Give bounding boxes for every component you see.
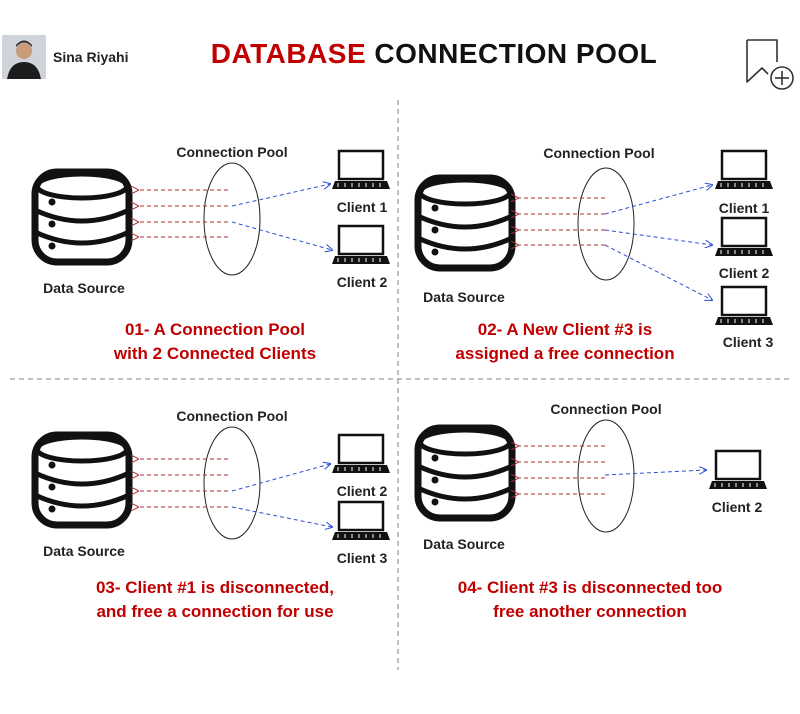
database-dot xyxy=(48,198,56,206)
pool-ellipse xyxy=(577,419,635,533)
database-ring xyxy=(33,229,131,246)
laptop-icon xyxy=(332,224,390,264)
laptop-icon xyxy=(715,216,773,256)
database-ring xyxy=(33,492,131,509)
laptop-screen xyxy=(337,149,385,181)
step-caption-line1: 04- Client #3 is disconnected too xyxy=(457,578,723,597)
step-caption-line2: assigned a free connection xyxy=(455,344,675,363)
laptop-icon xyxy=(332,149,390,189)
client-connection-line xyxy=(604,470,706,476)
pool-ellipse xyxy=(203,162,261,276)
database-ring xyxy=(416,485,514,502)
title-rest: CONNECTION POOL xyxy=(374,38,658,69)
database-dot xyxy=(431,498,439,506)
client-label: Client 2 xyxy=(718,265,770,281)
data-source-label: Data Source xyxy=(423,289,505,305)
laptop-base xyxy=(715,181,773,189)
step-caption-line1: 03- Client #1 is disconnected, xyxy=(95,578,335,597)
data-source-label: Data Source xyxy=(423,536,505,552)
data-source-label: Data Source xyxy=(43,543,125,559)
client-connection-line xyxy=(604,229,712,245)
database-ring xyxy=(416,213,514,230)
database-top xyxy=(417,427,513,457)
database-dot xyxy=(431,226,439,234)
client-connection-line xyxy=(231,184,330,207)
database-dot xyxy=(431,476,439,484)
pool-ellipse xyxy=(203,426,261,540)
database-icon xyxy=(31,431,133,529)
client-connection-line xyxy=(604,244,712,300)
laptop-screen xyxy=(714,449,762,481)
client-label: Client 3 xyxy=(336,550,388,566)
database-dot xyxy=(48,483,56,491)
database-dot xyxy=(48,220,56,228)
data-source-label: Data Source xyxy=(43,280,125,296)
database-dot xyxy=(48,461,56,469)
laptop-base xyxy=(332,181,390,189)
laptop-screen xyxy=(337,500,385,532)
client-label: Client 2 xyxy=(336,483,388,499)
step-caption-line1: 02- A New Client #3 is xyxy=(477,320,653,339)
database-dot xyxy=(48,505,56,513)
database-icon xyxy=(414,174,516,272)
step-caption-line2: with 2 Connected Clients xyxy=(113,344,317,363)
client-label: Client 1 xyxy=(718,200,770,216)
laptop-screen xyxy=(337,433,385,465)
database-icon xyxy=(31,168,133,266)
laptop-base xyxy=(715,317,773,325)
laptop-base xyxy=(715,248,773,256)
pool-ellipse xyxy=(577,167,635,281)
laptop-base xyxy=(332,532,390,540)
laptop-base xyxy=(332,465,390,473)
step-caption-line2: free another connection xyxy=(493,602,687,621)
laptop-icon xyxy=(715,149,773,189)
database-top xyxy=(417,177,513,207)
database-dot xyxy=(431,248,439,256)
database-ring xyxy=(416,235,514,252)
laptop-screen xyxy=(720,149,768,181)
client-connection-line xyxy=(231,506,332,527)
database-dot xyxy=(48,242,56,250)
laptop-base xyxy=(709,481,767,489)
pool-label: Connection Pool xyxy=(176,408,288,424)
laptop-screen xyxy=(720,216,768,248)
client-connection-line xyxy=(231,464,330,492)
database-ring xyxy=(33,207,131,224)
database-top xyxy=(34,434,130,464)
database-dot xyxy=(431,454,439,462)
bookmark-plus-icon xyxy=(746,39,794,90)
pool-label: Connection Pool xyxy=(543,145,655,161)
client-connection-line xyxy=(231,221,332,250)
database-ring xyxy=(33,470,131,487)
database-top xyxy=(34,171,130,201)
database-icon xyxy=(414,424,516,522)
author-name: Sina Riyahi xyxy=(53,49,129,65)
avatar xyxy=(2,35,46,79)
database-dot xyxy=(431,204,439,212)
pool-label: Connection Pool xyxy=(176,144,288,160)
pool-label: Connection Pool xyxy=(550,401,662,417)
client-label: Client 1 xyxy=(336,199,388,215)
page-title: DATABASE CONNECTION POOL xyxy=(0,38,800,70)
laptop-icon xyxy=(332,500,390,540)
client-label: Client 2 xyxy=(711,499,763,515)
step-caption-line2: and free a connection for use xyxy=(96,602,334,621)
client-label: Client 3 xyxy=(722,334,774,350)
author-badge: Sina Riyahi xyxy=(2,34,152,80)
laptop-icon xyxy=(332,433,390,473)
client-label: Client 2 xyxy=(336,274,388,290)
save-button[interactable] xyxy=(742,38,796,92)
client-connection-line xyxy=(604,185,712,215)
laptop-screen xyxy=(337,224,385,256)
database-ring xyxy=(416,463,514,480)
laptop-icon xyxy=(715,285,773,325)
laptop-screen xyxy=(720,285,768,317)
step-caption-line1: 01- A Connection Pool xyxy=(124,320,306,339)
laptop-icon xyxy=(709,449,767,489)
laptop-base xyxy=(332,256,390,264)
title-highlight: DATABASE xyxy=(210,38,367,69)
